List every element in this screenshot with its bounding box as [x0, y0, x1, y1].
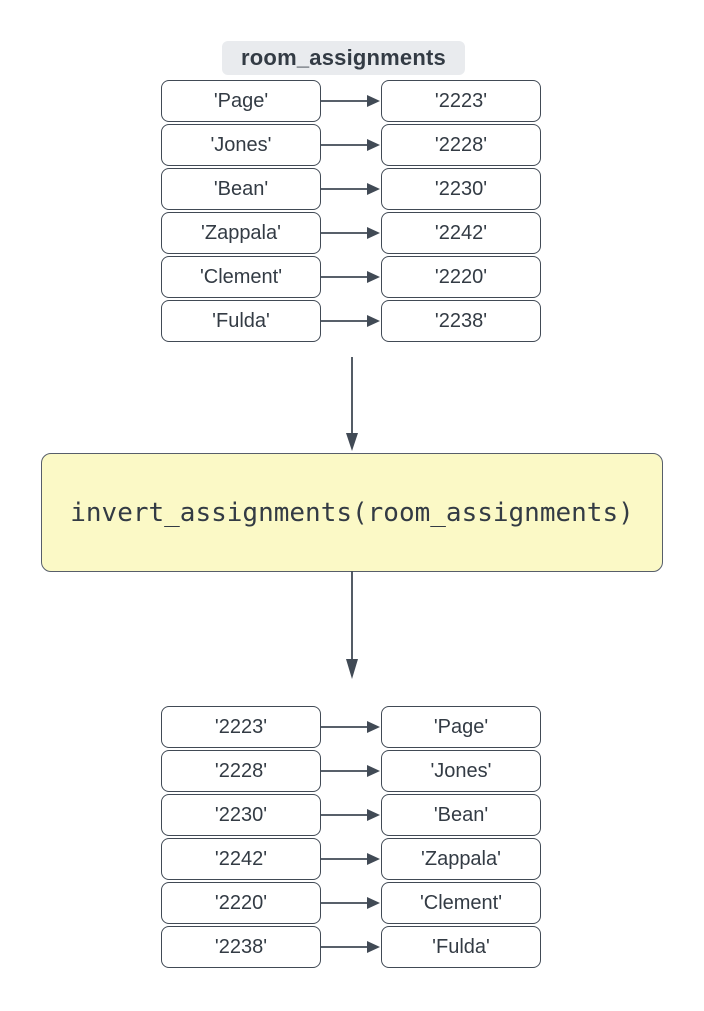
dict-name-label: room_assignments: [222, 41, 465, 75]
arrow-right-icon: [321, 80, 381, 122]
map-row: '2228' 'Jones': [161, 750, 543, 792]
key-box: 'Jones': [161, 124, 321, 166]
value-box: 'Fulda': [381, 926, 541, 968]
key-box: 'Fulda': [161, 300, 321, 342]
value-box: '2228': [381, 124, 541, 166]
arrow-right-icon: [321, 168, 381, 210]
function-call-text: invert_assignments(room_assignments): [70, 497, 634, 528]
arrow-right-icon: [321, 926, 381, 968]
value-box: '2220': [381, 256, 541, 298]
arrow-right-icon: [321, 794, 381, 836]
key-box: '2223': [161, 706, 321, 748]
value-box: 'Clement': [381, 882, 541, 924]
key-box: '2228': [161, 750, 321, 792]
map-row: 'Zappala' '2242': [161, 212, 543, 254]
value-box: '2223': [381, 80, 541, 122]
value-box: 'Zappala': [381, 838, 541, 880]
key-box: 'Page': [161, 80, 321, 122]
arrow-down-icon: [346, 571, 358, 679]
map-row: 'Bean' '2230': [161, 168, 543, 210]
key-box: 'Bean': [161, 168, 321, 210]
arrow-right-icon: [321, 838, 381, 880]
arrow-down-icon: [346, 357, 358, 451]
arrow-right-icon: [321, 124, 381, 166]
map-row: '2242' 'Zappala': [161, 838, 543, 880]
map-row: 'Jones' '2228': [161, 124, 543, 166]
arrow-right-icon: [321, 750, 381, 792]
bottom-mapping-group: '2223' 'Page' '2228' 'Jones' '2230' 'Bea: [161, 706, 543, 970]
map-row: '2230' 'Bean': [161, 794, 543, 836]
value-box: '2238': [381, 300, 541, 342]
function-call-box: invert_assignments(room_assignments): [41, 453, 663, 572]
map-row: '2238' 'Fulda': [161, 926, 543, 968]
map-row: 'Clement' '2220': [161, 256, 543, 298]
key-box: '2242': [161, 838, 321, 880]
arrow-right-icon: [321, 882, 381, 924]
value-box: 'Jones': [381, 750, 541, 792]
value-box: 'Bean': [381, 794, 541, 836]
map-row: '2220' 'Clement': [161, 882, 543, 924]
map-row: '2223' 'Page': [161, 706, 543, 748]
map-row: 'Page' '2223': [161, 80, 543, 122]
key-box: '2230': [161, 794, 321, 836]
arrow-right-icon: [321, 706, 381, 748]
map-row: 'Fulda' '2238': [161, 300, 543, 342]
arrow-right-icon: [321, 300, 381, 342]
value-box: 'Page': [381, 706, 541, 748]
value-box: '2242': [381, 212, 541, 254]
top-mapping-group: 'Page' '2223' 'Jones' '2228' 'Bean' '223: [161, 80, 543, 344]
value-box: '2230': [381, 168, 541, 210]
key-box: 'Clement': [161, 256, 321, 298]
arrow-right-icon: [321, 256, 381, 298]
arrow-right-icon: [321, 212, 381, 254]
key-box: 'Zappala': [161, 212, 321, 254]
key-box: '2220': [161, 882, 321, 924]
key-box: '2238': [161, 926, 321, 968]
